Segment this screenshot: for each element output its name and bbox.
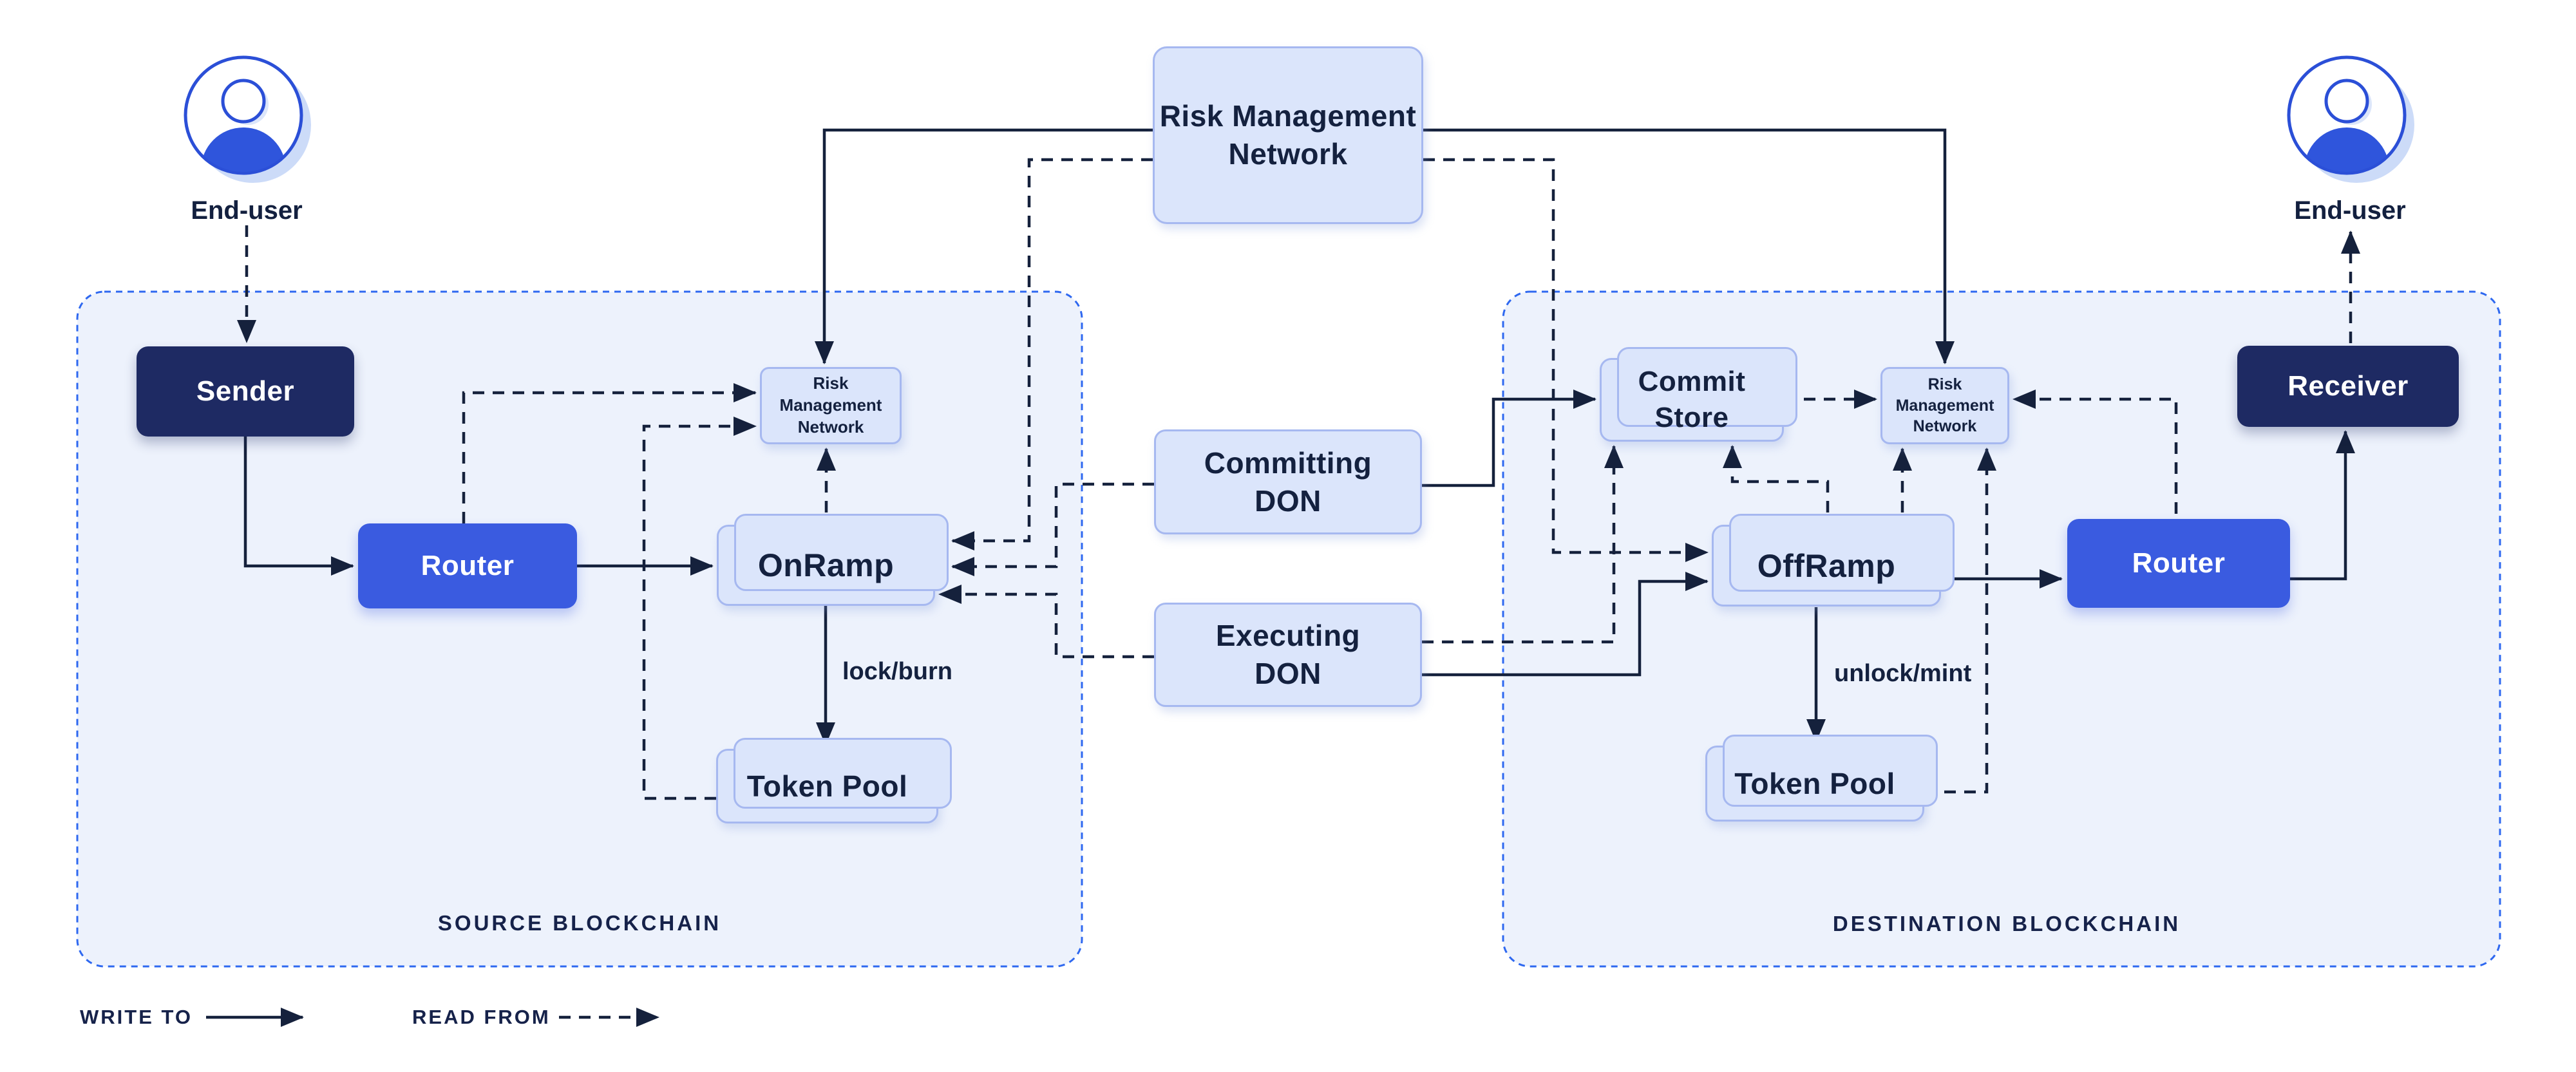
destination-router-box: Router <box>2067 519 2290 608</box>
legend-read-from-label: READ FROM <box>412 1006 551 1028</box>
destination-token-pool-label: Token Pool <box>1734 767 1895 800</box>
source-token-pool-box: Token Pool <box>716 738 952 823</box>
destination-rmn-line2: Network <box>1913 417 1977 436</box>
edge-destination-router-to-destination-rmn <box>2012 390 2178 514</box>
destination-blockchain-label: DESTINATION BLOCKCHAIN <box>1832 912 2181 936</box>
destination-end-user-icon <box>2287 55 2414 183</box>
edge-rmn-to-source-rmn <box>815 128 1153 364</box>
receiver-label: Receiver <box>2287 370 2409 402</box>
source-end-user-label: End-user <box>191 196 303 225</box>
committing-don-box: Committing DON <box>1154 429 1422 534</box>
edge-source-router-to-source-rmn <box>462 383 757 523</box>
edge-rmn-to-destination-rmn <box>1423 128 1955 364</box>
write-to-edges <box>206 128 2355 1027</box>
edge-sender-to-router <box>243 437 354 576</box>
destination-rmn-line1: Risk Management <box>1895 375 1994 415</box>
edge-executing-don-to-onramp <box>938 585 1154 659</box>
receiver-box: Receiver <box>2237 346 2459 427</box>
lock-burn-label: lock/burn <box>842 658 953 685</box>
edge-rmn-to-onramp <box>951 158 1153 550</box>
executing-don-line1: Executing <box>1215 619 1361 653</box>
committing-don-line1: Committing <box>1204 446 1372 480</box>
edge-committing-don-to-onramp <box>951 482 1154 576</box>
onramp-label: OnRamp <box>757 547 895 583</box>
onramp-box: OnRamp <box>717 514 949 606</box>
edge-executing-don-to-commit-store <box>1422 445 1624 644</box>
destination-risk-management-box: Risk Management Network <box>1880 367 2009 444</box>
sender-box: Sender <box>137 346 354 437</box>
edge-committing-don-to-commit-store <box>1422 390 1596 487</box>
commit-store-line2: Store <box>1654 402 1729 433</box>
source-router-box: Router <box>358 523 577 608</box>
sender-label: Sender <box>196 375 295 407</box>
source-risk-management-box: Risk Management Network <box>760 367 902 444</box>
source-token-pool-label: Token Pool <box>746 769 908 803</box>
risk-management-network-box: Risk Management Network <box>1153 46 1423 224</box>
commit-store-box: Commit Store <box>1600 347 1797 442</box>
destination-router-label: Router <box>2132 547 2226 579</box>
executing-don-box: Executing DON <box>1154 603 1422 707</box>
legend-write-to-label: WRITE TO <box>80 1006 193 1028</box>
destination-end-user-label: End-user <box>2294 196 2406 225</box>
edge-destination-token-pool-to-destination-rmn <box>1924 447 1996 794</box>
offramp-box: OffRamp <box>1712 514 1955 607</box>
unlock-mint-label: unlock/mint <box>1834 660 1972 687</box>
source-rmn-line1: Risk Management <box>779 373 882 415</box>
edge-rmn-to-offramp <box>1423 158 1709 562</box>
edge-offramp-to-commit-store <box>1723 445 1830 512</box>
source-rmn-line2: Network <box>797 417 864 437</box>
edge-router-to-receiver <box>2290 430 2355 581</box>
source-blockchain-label: SOURCE BLOCKCHAIN <box>437 911 722 935</box>
edge-executing-don-to-offramp <box>1422 572 1709 677</box>
rmn-line1: Risk Management <box>1159 99 1417 133</box>
executing-don-line2: DON <box>1255 657 1321 690</box>
rmn-line2: Network <box>1228 137 1348 171</box>
read-from-edges <box>237 158 2360 1027</box>
source-router-label: Router <box>421 550 515 581</box>
offramp-label: OffRamp <box>1757 547 1896 584</box>
destination-token-pool-box: Token Pool <box>1705 735 1938 822</box>
commit-store-line1: Commit <box>1638 365 1746 397</box>
source-end-user-icon <box>184 55 311 183</box>
committing-don-line2: DON <box>1255 484 1321 518</box>
edge-source-token-pool-to-source-rmn <box>642 417 757 800</box>
